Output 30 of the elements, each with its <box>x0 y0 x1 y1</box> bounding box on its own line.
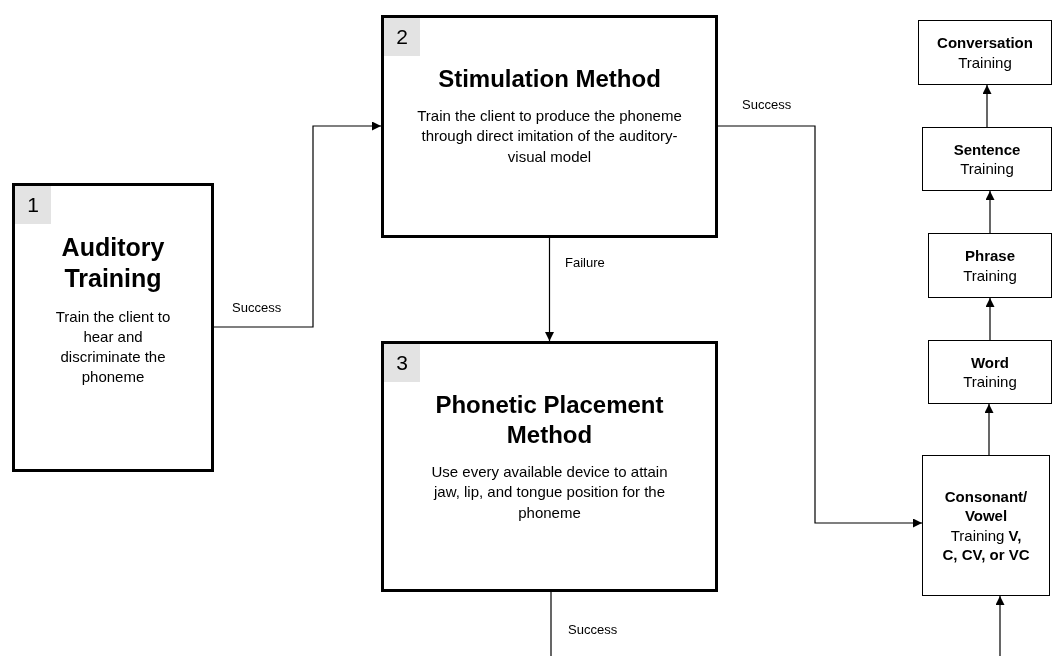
stage-box <box>922 127 1052 191</box>
stage-label: Phrase Training <box>963 246 1017 285</box>
step-box <box>381 15 718 238</box>
arrow <box>545 237 554 342</box>
stage-box <box>928 340 1052 404</box>
stage-box <box>928 233 1052 298</box>
step-number: 3 <box>384 344 420 382</box>
arrow <box>982 84 992 128</box>
stage-box <box>922 455 1050 596</box>
stage-label: Conversation Training <box>937 33 1033 72</box>
arrow <box>984 403 994 456</box>
step-title: Stimulation Method <box>437 64 662 94</box>
step-box <box>12 183 214 472</box>
stage-label: Sentence Training <box>953 139 1021 179</box>
step-description: Train the client to hear and discriminate the phoneme <box>54 306 172 388</box>
arrow <box>213 121 382 328</box>
step-title: Phonetic Placement Method <box>434 390 665 450</box>
step-title: Auditory Training <box>60 232 166 295</box>
arrow <box>985 190 995 234</box>
step-description: Use every available device to attain jaw, lip, and tongue position for the phoneme <box>430 462 669 523</box>
stage-label: Consonant/ Vowel Training V, C, CV, or VC <box>942 486 1030 565</box>
arrow <box>717 125 923 528</box>
stage-box <box>918 20 1052 85</box>
arrow <box>995 595 1005 656</box>
stage-label: Word Training <box>963 352 1017 392</box>
step-number: 2 <box>384 18 420 56</box>
step-description: Train the client to produce the phoneme through direct imitation of the auditory-visual model <box>416 106 683 167</box>
step-box <box>381 341 718 592</box>
step-number: 1 <box>15 186 51 224</box>
arrow <box>985 297 995 341</box>
